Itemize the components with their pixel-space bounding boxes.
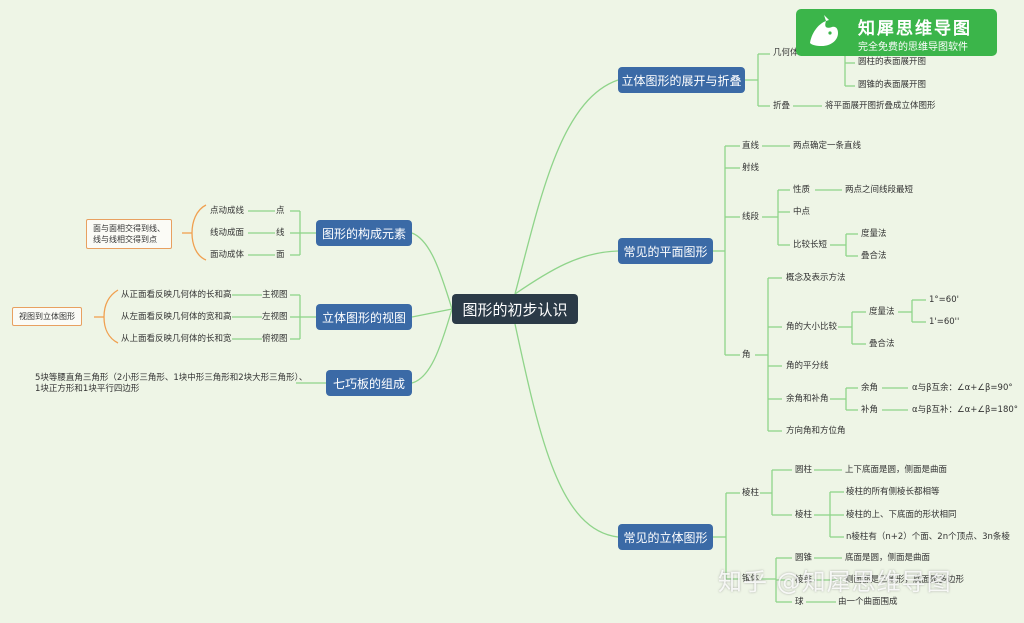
node-pyramid[interactable]: 棱锥 (795, 575, 813, 585)
node-line-desc[interactable]: 两点确定一条直线 (793, 141, 862, 151)
node-point-to-line[interactable]: 点动成线 (210, 206, 245, 216)
node-prism-fact-2[interactable]: 棱柱的上、下底面的形状相同 (846, 510, 957, 520)
node-supplementary-desc[interactable]: α与β互补：∠α+∠β=180° (912, 405, 1019, 415)
node-line-to-surface[interactable]: 线动成面 (210, 228, 245, 238)
node-tangram-desc-2[interactable]: 1块正方形和1块平行四边形 (35, 384, 140, 394)
node-seg-property[interactable]: 性质 (793, 185, 811, 195)
node-direction-angle[interactable]: 方向角和方位角 (786, 426, 846, 436)
node-front-view[interactable]: 主视图 (262, 290, 288, 300)
node-left-view[interactable]: 左视图 (262, 312, 288, 322)
node-line-element[interactable]: 线 (276, 228, 285, 238)
node-point[interactable]: 点 (276, 206, 285, 216)
node-cylinder[interactable]: 圆柱 (795, 465, 813, 475)
node-angle[interactable]: 角 (742, 350, 751, 360)
note-intersection-line-2: 线与线相交得到点 (93, 235, 157, 244)
node-seg-property-desc[interactable]: 两点之间线段最短 (845, 185, 914, 195)
node-surface-to-body[interactable]: 面动成体 (210, 250, 245, 260)
node-surface[interactable]: 面 (276, 250, 285, 260)
node-cone-group[interactable]: 锥体 (742, 574, 760, 584)
node-angle-measure[interactable]: 度量法 (869, 307, 895, 317)
root-topic[interactable]: 图形的初步认识 (452, 294, 578, 324)
rhino-logo-icon (810, 15, 838, 46)
node-complementary[interactable]: 余角 (861, 383, 879, 393)
node-cone-net[interactable]: 圆锥的表面展开图 (858, 80, 927, 90)
branch-views[interactable]: 立体图形的视图 (316, 304, 412, 330)
node-folding[interactable]: 折叠 (773, 101, 791, 111)
branch-unfold-fold[interactable]: 立体图形的展开与折叠 (618, 67, 745, 93)
node-front-view-desc[interactable]: 从正面看反映几何体的长和高 (121, 290, 232, 300)
branch-plane-figures[interactable]: 常见的平面图形 (618, 238, 713, 264)
note-intersection[interactable]: 面与面相交得到线、 线与线相交得到点 (86, 219, 172, 249)
node-line[interactable]: 直线 (742, 141, 760, 151)
node-angle-concept[interactable]: 概念及表示方法 (786, 273, 846, 283)
note-intersection-line-1: 面与面相交得到线、 (93, 224, 165, 233)
node-left-view-desc[interactable]: 从左面看反映几何体的宽和高 (121, 312, 232, 322)
node-comp-supp[interactable]: 余角和补角 (786, 394, 829, 404)
node-cylinder-desc[interactable]: 上下底面是圆，侧面是曲面 (845, 465, 948, 475)
node-cone[interactable]: 圆锥 (795, 553, 813, 563)
node-seg-midpoint[interactable]: 中点 (793, 207, 811, 217)
node-segment[interactable]: 线段 (742, 212, 760, 222)
branch-solid-figures[interactable]: 常见的立体图形 (618, 524, 713, 550)
node-angle-overlap[interactable]: 叠合法 (869, 339, 895, 349)
node-seg-compare[interactable]: 比较长短 (793, 240, 828, 250)
node-seg-measure[interactable]: 度量法 (861, 229, 887, 239)
node-prism-fact-1[interactable]: 棱柱的所有侧棱长都相等 (846, 487, 940, 497)
node-degree-minute[interactable]: 1°=60' (929, 295, 959, 305)
brand-logo[interactable]: 知犀思维导图 完全免费的思维导图软件 (796, 9, 997, 56)
node-pyramid-desc[interactable]: 侧面都是三角形，底面是多边形 (845, 575, 965, 585)
zhihu-watermark: 知乎 @知犀思维导图 (718, 568, 952, 596)
node-sphere[interactable]: 球 (795, 597, 804, 607)
node-complementary-desc[interactable]: α与β互余：∠α+∠β=90° (912, 383, 1013, 393)
node-top-view[interactable]: 俯视图 (262, 334, 288, 344)
branch-tangram[interactable]: 七巧板的组成 (326, 370, 412, 396)
logo-subtitle: 完全免费的思维导图软件 (858, 42, 968, 53)
node-tangram-desc-1[interactable]: 5块等腰直角三角形（2小形三角形、1块中形三角形和2块大形三角形）、 (35, 373, 308, 383)
node-sphere-desc[interactable]: 由一个曲面围成 (838, 597, 898, 607)
node-supplementary[interactable]: 补角 (861, 405, 879, 415)
node-folding-desc[interactable]: 将平面展开图折叠成立体图形 (825, 101, 936, 111)
node-seg-overlap[interactable]: 叠合法 (861, 251, 887, 261)
node-top-view-desc[interactable]: 从上面看反映几何体的长和宽 (121, 334, 232, 344)
logo-title: 知犀思维导图 (858, 19, 972, 39)
node-solid-body[interactable]: 几何体 (773, 48, 799, 58)
node-cylinder-net[interactable]: 圆柱的表面展开图 (858, 57, 927, 67)
node-minute-second[interactable]: 1'=60'' (929, 317, 960, 327)
node-prism-group[interactable]: 棱柱 (742, 488, 760, 498)
node-prism-fact-3[interactable]: n棱柱有（n+2）个面、2n个顶点、3n条棱 (846, 532, 1010, 542)
node-angle-compare[interactable]: 角的大小比较 (786, 322, 838, 332)
node-prism[interactable]: 棱柱 (795, 510, 813, 520)
note-views[interactable]: 视图到立体图形 (12, 307, 82, 326)
branch-elements[interactable]: 图形的构成元素 (316, 220, 412, 246)
node-angle-bisector[interactable]: 角的平分线 (786, 361, 829, 371)
node-cone-desc[interactable]: 底面是圆，侧面是曲面 (845, 553, 931, 563)
node-ray[interactable]: 射线 (742, 163, 760, 173)
